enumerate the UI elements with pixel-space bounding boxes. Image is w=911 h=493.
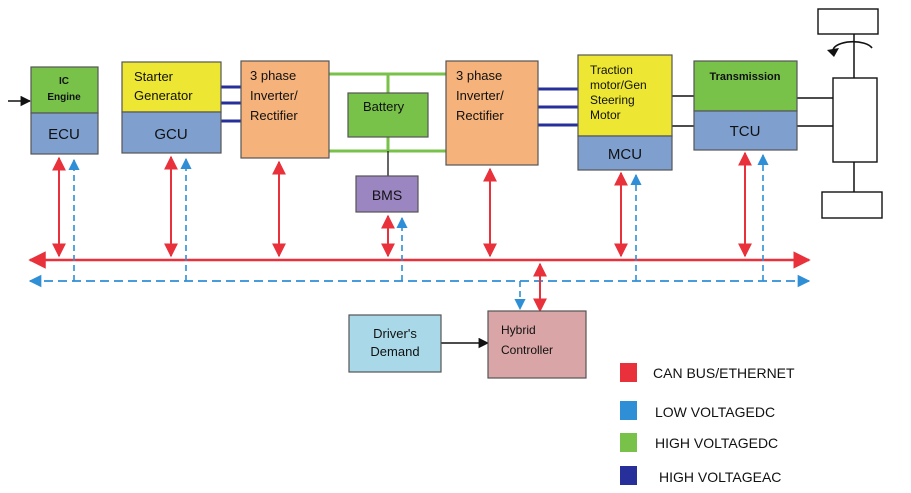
- ic-engine-ecu-block: IC Engine ECU: [30, 66, 99, 155]
- traction-motor-mcu-block: Traction motor/Gen Steering Motor MCU: [577, 54, 673, 171]
- legend-swatch-low-voltage-dc: [620, 401, 637, 420]
- high-voltage-ac-lines: [221, 85, 578, 127]
- wheel-axle-drawing: [817, 8, 883, 219]
- ic-engine-label-1: IC: [59, 76, 69, 87]
- mechanical-links: [672, 34, 855, 192]
- rear-wheel: [821, 191, 883, 219]
- inverter-right-label-2: Inverter/: [456, 88, 504, 103]
- hybrid-controller-label-1: Hybrid: [501, 323, 536, 337]
- ecu-label: ECU: [48, 126, 80, 143]
- battery-block: Battery: [347, 92, 429, 138]
- legend-swatch-high-voltage-ac: [620, 466, 637, 485]
- legend-swatch-high-voltage-dc: [620, 433, 637, 452]
- traction-motor-label-4: Motor: [590, 108, 621, 122]
- traction-motor-label-2: motor/Gen: [590, 78, 647, 92]
- inverter-right-label-1: 3 phase: [456, 68, 502, 83]
- drivers-demand-label-2: Demand: [370, 344, 419, 359]
- bms-label: BMS: [372, 187, 402, 203]
- front-wheel: [817, 8, 879, 35]
- transmission-tcu-block: Transmission TCU: [693, 60, 798, 151]
- can-bus-drops: [52, 151, 752, 313]
- starter-generator-gcu-block: Starter Generator GCU: [121, 61, 222, 154]
- inverter-right-label-3: Rectifier: [456, 108, 504, 123]
- legend: CAN BUS/ETHERNET LOW VOLTAGEDC HIGH VOLT…: [620, 363, 795, 485]
- battery-label: Battery: [363, 99, 405, 114]
- gcu-label: GCU: [154, 126, 187, 143]
- hybrid-controller-label-2: Controller: [501, 343, 553, 357]
- hybrid-controller-block: Hybrid Controller: [487, 310, 587, 379]
- starter-generator-label-2: Generator: [134, 88, 193, 103]
- traction-motor-label-1: Traction: [590, 63, 633, 77]
- drivers-demand-label-1: Driver's: [373, 326, 417, 341]
- axle-housing: [832, 77, 878, 163]
- traction-motor-label-3: Steering: [590, 93, 635, 107]
- bms-block: BMS: [355, 175, 419, 213]
- legend-swatch-can-bus: [620, 363, 637, 382]
- legend-label-can-bus: CAN BUS/ETHERNET: [653, 365, 795, 381]
- rotation-arrow-icon: [827, 40, 873, 57]
- drivers-demand-block: Driver's Demand: [348, 314, 442, 373]
- inverter-left-label-1: 3 phase: [250, 68, 296, 83]
- inverter-right-block: 3 phase Inverter/ Rectifier: [445, 60, 539, 166]
- inverter-left-block: 3 phase Inverter/ Rectifier: [240, 60, 330, 159]
- tcu-label: TCU: [730, 123, 761, 140]
- transmission-label: Transmission: [710, 71, 781, 83]
- legend-label-low-voltage-dc: LOW VOLTAGEDC: [655, 404, 775, 420]
- low-voltage-dc-drops: [68, 153, 769, 311]
- inverter-left-label-3: Rectifier: [250, 108, 298, 123]
- starter-generator-label-1: Starter: [134, 69, 174, 84]
- legend-label-high-voltage-dc: HIGH VOLTAGEDC: [655, 435, 778, 451]
- mcu-label: MCU: [608, 146, 642, 163]
- ic-engine-label-2: Engine: [47, 92, 81, 103]
- legend-label-high-voltage-ac: HIGH VOLTAGEAC: [659, 469, 781, 485]
- inverter-left-label-2: Inverter/: [250, 88, 298, 103]
